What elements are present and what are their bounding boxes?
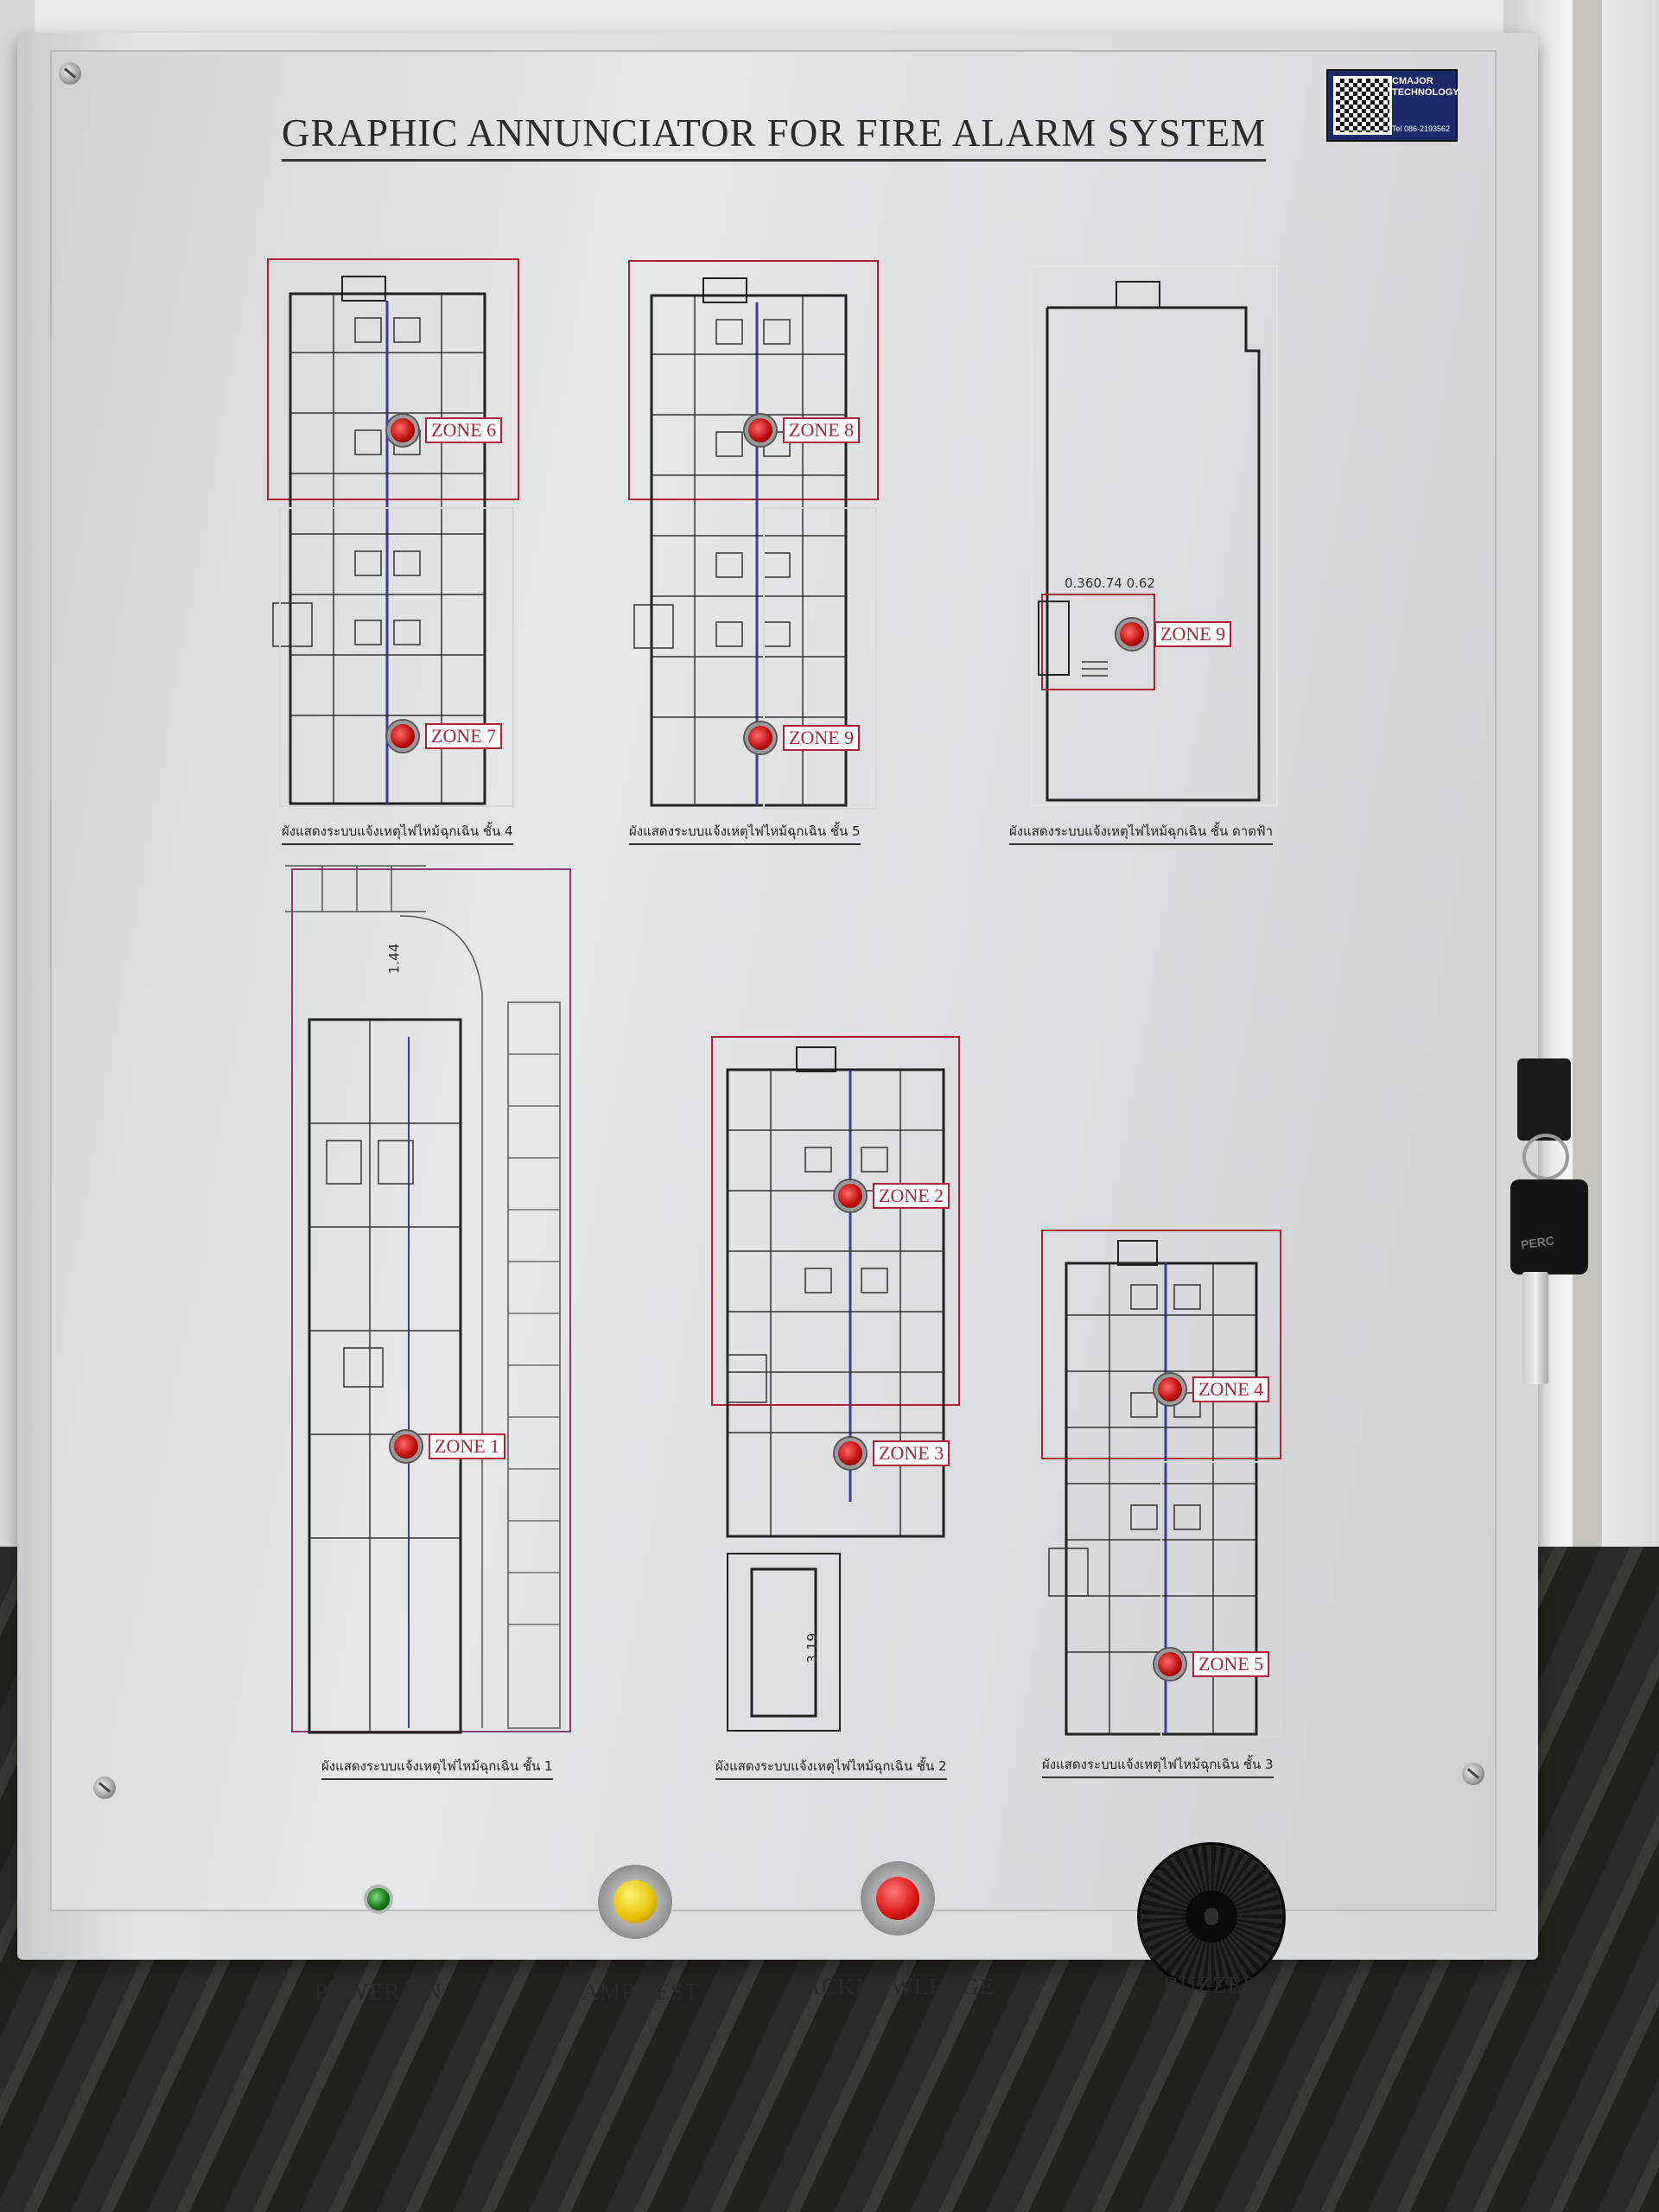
zone-9-roof: ZONE 9 bbox=[1116, 619, 1232, 650]
lamp-test-label: LAMP TEST bbox=[567, 1979, 700, 2005]
floor-plan-drawing bbox=[267, 258, 519, 807]
floor-plan-2-caption: ผังแสดงระบบแจ้งเหตุไฟไหม้ฉุกเฉิน ชั้น 2 bbox=[715, 1756, 947, 1780]
key-icon[interactable] bbox=[1510, 1179, 1588, 1274]
zone-4: ZONE 4 bbox=[1154, 1374, 1270, 1405]
buzzer-label: BUZZER bbox=[1163, 1972, 1259, 1998]
zone-5: ZONE 5 bbox=[1154, 1649, 1270, 1680]
zone-1: ZONE 1 bbox=[391, 1431, 506, 1462]
buzzer-icon bbox=[1141, 1846, 1282, 1987]
zone-9-floor-5: ZONE 9 bbox=[745, 722, 861, 753]
floor-plan-5 bbox=[626, 259, 885, 812]
zone-7: ZONE 7 bbox=[387, 721, 503, 752]
floor-plan-1: 1.44 bbox=[275, 864, 577, 1737]
acknowledge-label: ACKNOWLEDGE bbox=[804, 1974, 995, 1999]
floor-2-dimension-text: 3.19 bbox=[804, 1632, 821, 1664]
zone-9-roof-alarm-lamp-icon bbox=[1116, 619, 1147, 650]
zone-9-roof-label: ZONE 9 bbox=[1154, 621, 1232, 647]
screw-icon bbox=[1462, 1763, 1484, 1785]
zone-8-alarm-lamp-icon bbox=[745, 415, 776, 446]
zone-4-alarm-lamp-icon bbox=[1154, 1374, 1185, 1405]
acknowledge-button-cap[interactable] bbox=[876, 1877, 919, 1920]
floor-plan-5-caption: ผังแสดงระบบแจ้งเหตุไฟไหม้ฉุกเฉิน ชั้น 5 bbox=[629, 821, 861, 845]
cabinet-lock-icon[interactable] bbox=[1517, 1058, 1571, 1141]
floor-plan-drawing bbox=[711, 1036, 960, 1732]
acknowledge-button[interactable] bbox=[861, 1861, 935, 1936]
zone-2-alarm-lamp-icon bbox=[835, 1180, 866, 1211]
zone-6: ZONE 6 bbox=[387, 415, 503, 446]
floor-plan-drawing bbox=[628, 260, 879, 810]
power-on-indicator-icon bbox=[364, 1885, 393, 1914]
lamp-test-button[interactable] bbox=[598, 1865, 672, 1939]
panel-title: GRAPHIC ANNUNCIATOR FOR FIRE ALARM SYSTE… bbox=[282, 111, 1267, 162]
zone-7-alarm-lamp-icon bbox=[387, 721, 418, 752]
zone-6-label: ZONE 6 bbox=[425, 417, 503, 443]
zone-3-label: ZONE 3 bbox=[873, 1440, 950, 1466]
floor-plan-4-caption: ผังแสดงระบบแจ้งเหตุไฟไหม้ฉุกเฉิน ชั้น 4 bbox=[282, 821, 513, 845]
zone-5-label: ZONE 5 bbox=[1192, 1651, 1270, 1677]
zone-6-alarm-lamp-icon bbox=[387, 415, 418, 446]
lamp-test-button-cap[interactable] bbox=[613, 1880, 657, 1923]
zone-4-label: ZONE 4 bbox=[1192, 1376, 1270, 1402]
zone-1-label: ZONE 1 bbox=[429, 1433, 506, 1459]
zone-2-label: ZONE 2 bbox=[873, 1183, 950, 1209]
background-door-frame bbox=[1573, 0, 1602, 1555]
floor-plan-drawing bbox=[1031, 265, 1278, 806]
floor-plan-drawing bbox=[285, 865, 571, 1734]
zone-9-alarm-lamp-icon bbox=[745, 722, 776, 753]
logo-phone: Tel 086-2193562 bbox=[1392, 124, 1451, 133]
zone-7-label: ZONE 7 bbox=[425, 723, 503, 749]
zone-8-label: ZONE 8 bbox=[783, 417, 861, 443]
screw-icon bbox=[59, 62, 81, 85]
power-on-label: POWER ON bbox=[315, 1979, 443, 2005]
screw-icon bbox=[93, 1777, 116, 1799]
logo-brand: CMAJOR TECHNOLOGY bbox=[1392, 76, 1459, 98]
roof-dimension-text: 0.360.74 0.62 bbox=[1065, 575, 1155, 591]
floor-plan-3-caption: ผังแสดงระบบแจ้งเหตุไฟไหม้ฉุกเฉิน ชั้น 3 bbox=[1042, 1754, 1274, 1778]
qr-code-icon bbox=[1333, 76, 1392, 135]
floor-plan-1-caption: ผังแสดงระบบแจ้งเหตุไฟไหม้ฉุกเฉิน ชั้น 1 bbox=[321, 1756, 553, 1780]
zone-2: ZONE 2 bbox=[835, 1180, 950, 1211]
key-blade-icon bbox=[1522, 1272, 1548, 1384]
key-ring-icon bbox=[1522, 1134, 1569, 1180]
zone-3-alarm-lamp-icon bbox=[835, 1438, 866, 1469]
floor-plan-2: 3.19 bbox=[710, 1035, 961, 1735]
floor-plan-drawing bbox=[1041, 1230, 1281, 1738]
zone-9-label: ZONE 9 bbox=[783, 725, 861, 751]
floor-plan-roof: 0.360.74 0.62 bbox=[1030, 264, 1281, 809]
zone-1-alarm-lamp-icon bbox=[391, 1431, 422, 1462]
company-logo: CMAJOR TECHNOLOGY Tel 086-2193562 bbox=[1326, 69, 1459, 142]
zone-3: ZONE 3 bbox=[835, 1438, 950, 1469]
floor-plan-4 bbox=[264, 257, 524, 810]
floor-plan-roof-caption: ผังแสดงระบบแจ้งเหตุไฟไหม้ฉุกเฉิน ชั้น ดา… bbox=[1009, 821, 1273, 845]
floor-1-dimension-text: 1.44 bbox=[385, 943, 403, 975]
zone-5-alarm-lamp-icon bbox=[1154, 1649, 1185, 1680]
floor-plan-3 bbox=[1040, 1229, 1282, 1738]
zone-8: ZONE 8 bbox=[745, 415, 861, 446]
